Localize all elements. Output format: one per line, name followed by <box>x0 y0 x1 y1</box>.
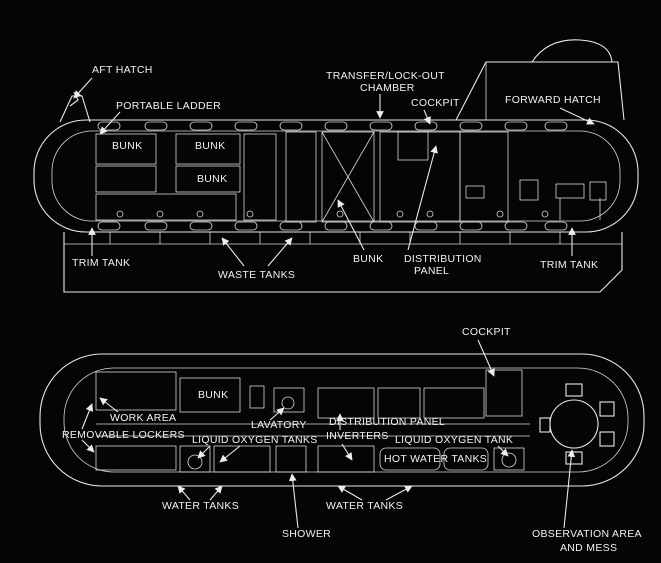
label-cockpit-plan: COCKPIT <box>462 326 511 338</box>
label-distribution-panel-plan: DISTRIBUTION PANEL <box>329 416 445 428</box>
label-inverters: INVERTERS <box>326 430 389 442</box>
label-transfer-chamber-1: TRANSFER/LOCK-OUT <box>326 70 445 82</box>
label-bunk-2: BUNK <box>195 140 225 152</box>
side-keel-casing <box>63 232 623 293</box>
plan-leaders <box>81 339 576 529</box>
label-transfer-chamber-2: CHAMBER <box>360 82 415 94</box>
label-water-tanks-fwd: WATER TANKS <box>326 500 403 512</box>
label-hot-water-tanks: HOT WATER TANKS <box>384 453 487 465</box>
side-hull <box>33 119 639 233</box>
label-bunk-3: BUNK <box>197 173 227 185</box>
label-liquid-oxygen-tanks: LIQUID OXYGEN TANKS <box>192 434 318 446</box>
label-forward-hatch: FORWARD HATCH <box>505 94 601 106</box>
label-distribution-2: PANEL <box>414 265 449 277</box>
label-bunk-lower: BUNK <box>353 253 383 265</box>
plan-view: COCKPIT BUNK LAVATORY DISTRIBUTION PANEL… <box>39 326 645 554</box>
label-observation-2: AND MESS <box>560 542 617 554</box>
label-distribution-1: DISTRIBUTION <box>404 253 482 265</box>
label-lavatory: LAVATORY <box>251 419 307 431</box>
observation-table <box>539 383 615 465</box>
plan-interior <box>95 369 530 473</box>
side-view: AFT HATCH PORTABLE LADDER TRANSFER/LOCK-… <box>33 39 639 293</box>
label-work-area: WORK AREA <box>110 412 176 424</box>
label-observation-1: OBSERVATION AREA <box>532 528 642 540</box>
label-portable-ladder: PORTABLE LADDER <box>116 100 221 112</box>
side-inner-hull <box>51 130 621 222</box>
label-cockpit-side: COCKPIT <box>411 97 460 109</box>
side-leaders <box>73 77 595 267</box>
label-water-tanks-aft: WATER TANKS <box>162 500 239 512</box>
label-removable-lockers: REMOVABLE LOCKERS <box>62 429 185 441</box>
aft-hatch-shape <box>59 95 91 123</box>
label-waste-tanks: WASTE TANKS <box>218 269 295 281</box>
forward-dome <box>531 39 613 63</box>
label-trim-tank-fwd: TRIM TANK <box>540 259 598 271</box>
label-trim-tank-aft: TRIM TANK <box>72 257 130 269</box>
side-interior <box>95 131 607 223</box>
label-bunk-plan: BUNK <box>198 389 228 401</box>
label-bunk-1: BUNK <box>112 140 142 152</box>
label-aft-hatch: AFT HATCH <box>92 64 153 76</box>
side-keel-ribs <box>109 232 561 244</box>
forward-sail <box>455 61 625 121</box>
label-shower: SHOWER <box>282 528 331 540</box>
label-liquid-oxygen-tank: LIQUID OXYGEN TANK <box>395 434 513 446</box>
